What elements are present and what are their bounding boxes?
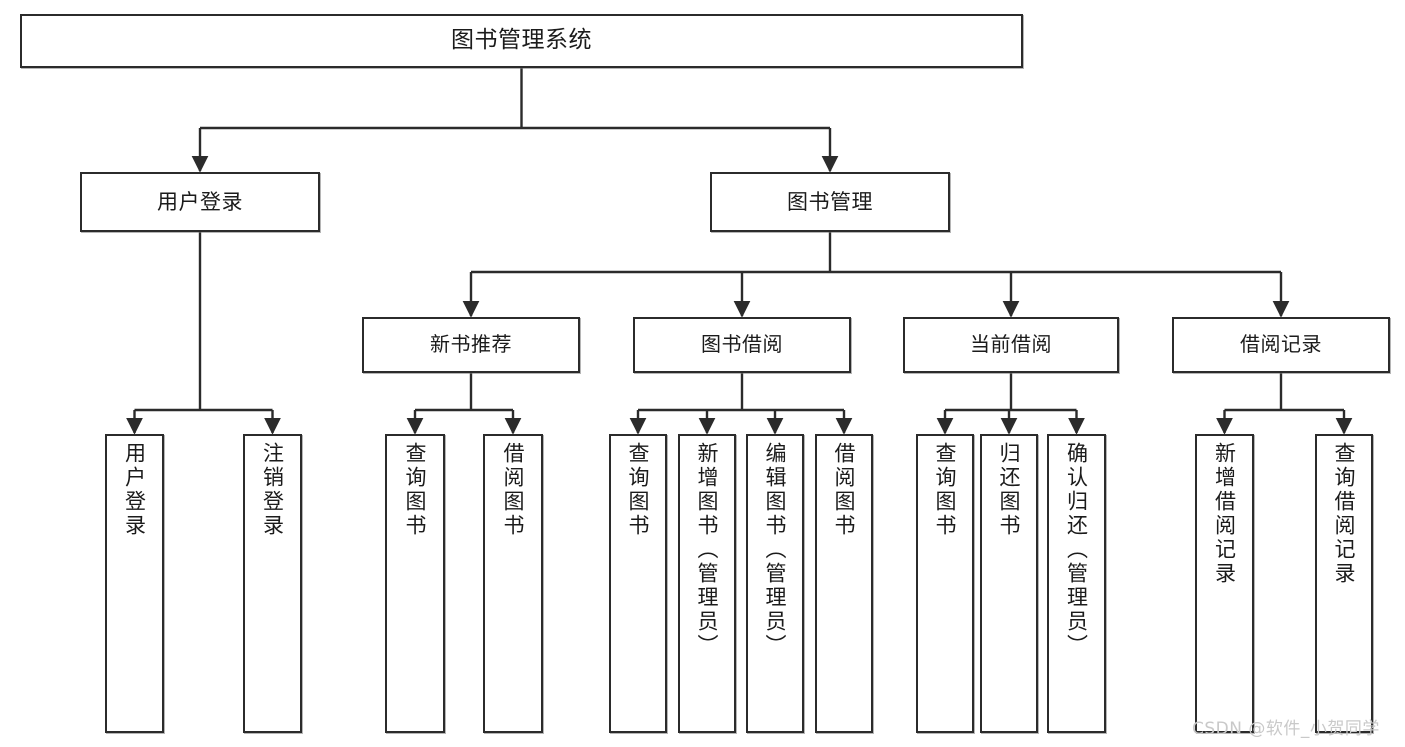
node-leaf-用户登录-用户登录[interactable]: 用户登录 [105,434,164,733]
node-leaf-用户登录-注销登录[interactable]: 注销登录 [243,434,302,733]
node-leaf-图书借阅-查询图书[interactable]: 查询图书 [609,434,667,733]
node-lvl2-新书推荐[interactable]: 新书推荐 [362,317,580,373]
node-lvl1-图书管理[interactable]: 图书管理 [710,172,950,232]
node-lvl2-借阅记录[interactable]: 借阅记录 [1172,317,1390,373]
node-label: 查询图书 [403,442,428,538]
node-label: 图书管理 [787,189,873,214]
node-leaf-图书借阅-新增图书管理员[interactable]: 新增图书（管理员） [678,434,736,733]
node-leaf-图书借阅-编辑图书管理员[interactable]: 编辑图书（管理员） [746,434,804,733]
node-leaf-新书推荐-查询图书[interactable]: 查询图书 [385,434,445,733]
node-label: 借阅图书 [832,442,857,538]
node-label: 新增图书（管理员） [695,442,720,658]
node-label: 当前借阅 [970,332,1052,357]
node-leaf-当前借阅-确认归还管理员[interactable]: 确认归还（管理员） [1047,434,1106,733]
node-label: 新增借阅记录 [1212,442,1237,586]
node-label: 用户登录 [122,442,147,538]
node-lvl2-图书借阅[interactable]: 图书借阅 [633,317,851,373]
node-label: 借阅记录 [1240,332,1322,357]
node-label: 用户登录 [157,189,243,214]
node-leaf-当前借阅-查询图书[interactable]: 查询图书 [916,434,974,733]
node-label: 借阅图书 [501,442,526,538]
node-lvl1-用户登录[interactable]: 用户登录 [80,172,320,232]
node-label: 查询图书 [626,442,651,538]
node-leaf-图书借阅-借阅图书[interactable]: 借阅图书 [815,434,873,733]
node-root-图书管理系统[interactable]: 图书管理系统 [20,14,1023,68]
node-leaf-借阅记录-新增借阅记录[interactable]: 新增借阅记录 [1195,434,1254,733]
node-label: 查询图书 [933,442,958,538]
node-label: 编辑图书（管理员） [763,442,788,658]
node-label: 查询借阅记录 [1332,442,1357,586]
node-leaf-新书推荐-借阅图书[interactable]: 借阅图书 [483,434,543,733]
watermark: CSDN @软件_小贺同学 [1192,719,1380,739]
node-label: 确认归还（管理员） [1064,442,1089,658]
node-label: 新书推荐 [430,332,512,357]
node-leaf-当前借阅-归还图书[interactable]: 归还图书 [980,434,1038,733]
node-label: 归还图书 [997,442,1022,538]
node-lvl2-当前借阅[interactable]: 当前借阅 [903,317,1119,373]
node-label: 图书借阅 [701,332,783,357]
node-leaf-借阅记录-查询借阅记录[interactable]: 查询借阅记录 [1315,434,1373,733]
node-label: 图书管理系统 [451,27,592,54]
node-label: 注销登录 [260,442,285,538]
